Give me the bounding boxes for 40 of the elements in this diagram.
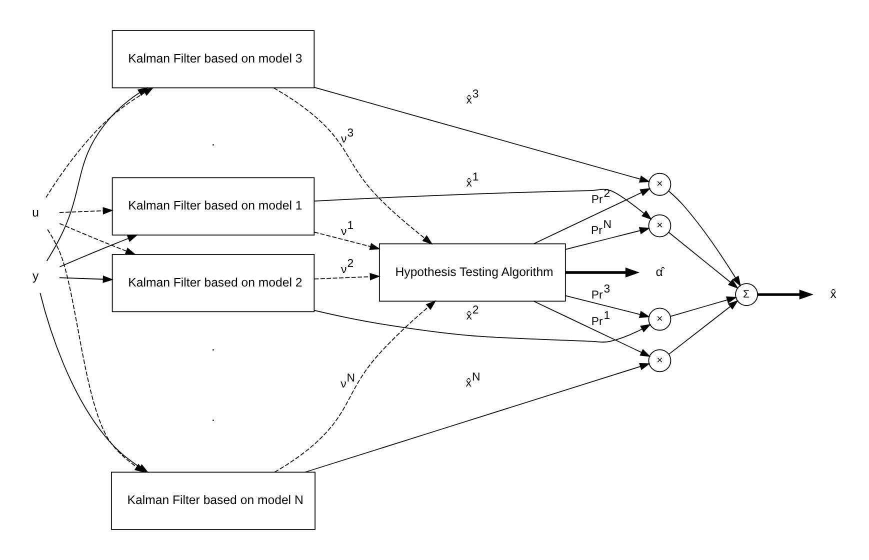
arrow <box>566 268 640 278</box>
label: . <box>211 410 215 424</box>
node-text: x̂ <box>830 286 836 301</box>
node-box: Hypothesis Testing Algorithm <box>378 243 566 302</box>
arrow <box>304 363 650 473</box>
node-circle: Σ <box>735 283 758 306</box>
label: . <box>211 134 215 148</box>
arrow <box>314 232 380 250</box>
node-box: Kalman Filter based on model 2 <box>112 254 315 312</box>
arrow <box>314 188 652 220</box>
arrow <box>59 234 138 268</box>
node-circle: × <box>648 172 672 196</box>
arrow <box>670 296 738 317</box>
arrow <box>59 223 136 255</box>
node-text: u <box>32 206 39 220</box>
arrow <box>668 300 738 355</box>
label: . <box>211 340 215 354</box>
arrow <box>314 86 650 183</box>
arrow <box>533 300 651 357</box>
node-circle: × <box>648 308 672 331</box>
arrow <box>565 227 650 250</box>
arrow <box>533 188 651 244</box>
arrow <box>758 290 814 300</box>
arrow <box>314 310 652 343</box>
arrow <box>314 272 380 280</box>
node-box: Kalman Filter based on model N <box>110 472 316 530</box>
node-box: Kalman Filter based on model 1 <box>112 177 315 236</box>
arrow <box>59 276 114 283</box>
arrow <box>273 88 433 245</box>
arrow <box>668 232 738 289</box>
arrow <box>668 190 741 287</box>
node-text: α̂ <box>656 264 663 279</box>
node-text: y <box>32 269 39 284</box>
node-box: Kalman Filter based on model 3 <box>112 30 315 88</box>
arrow <box>274 300 436 473</box>
arrow <box>565 295 650 318</box>
arrow <box>59 207 114 214</box>
node-circle: × <box>648 214 672 238</box>
node-circle: × <box>648 349 672 372</box>
arrow <box>46 87 148 262</box>
